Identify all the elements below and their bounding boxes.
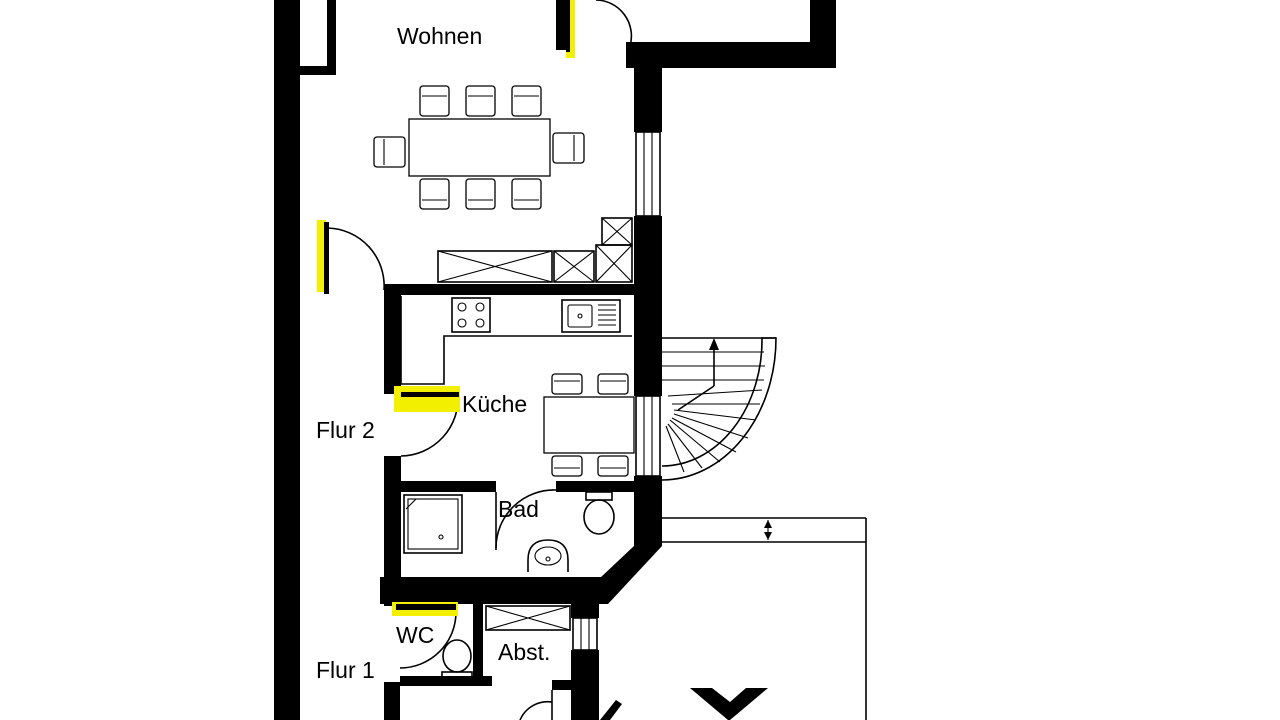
kitchen-table-set	[543, 373, 635, 477]
sideboard	[437, 217, 633, 283]
window-right-lower	[635, 395, 661, 477]
room-label-wc: WC	[396, 622, 434, 648]
chair	[511, 178, 542, 210]
right-wall-1	[634, 42, 662, 132]
bath-top-wall	[400, 481, 496, 492]
room-label-bad: Bad	[498, 496, 539, 522]
closet-wall-top-left	[300, 66, 336, 75]
kitchen-counter	[400, 296, 632, 385]
door-wc-swing	[399, 611, 457, 669]
window-abst	[572, 617, 598, 651]
chair	[465, 85, 496, 117]
kitchen-table	[543, 396, 635, 454]
interior-wall-2	[384, 456, 401, 606]
staircase	[661, 337, 777, 481]
bathroom-fixtures	[403, 491, 615, 572]
shower	[403, 494, 463, 554]
room-label-wohnen: Wohnen	[397, 23, 482, 49]
abst-bottom-wall	[552, 680, 599, 690]
room-labels: Wohnen Küche Flur 2 Bad WC Abst. Flur 1	[316, 23, 550, 683]
door-marker-kitchen	[394, 386, 460, 412]
room-label-flur2: Flur 2	[316, 417, 375, 443]
outer-wall-left	[274, 0, 300, 720]
door-bath-swing	[495, 489, 557, 549]
kitchen-top-wall	[384, 284, 662, 295]
dining-set	[373, 85, 585, 210]
windows	[572, 131, 661, 651]
diagonal-wall	[600, 546, 662, 604]
right-wall-2	[634, 216, 662, 396]
doors	[317, 0, 633, 720]
stair-arrow	[709, 338, 719, 350]
right-wall-3	[634, 476, 662, 546]
chair	[419, 85, 450, 117]
closet-wall-right	[327, 0, 336, 75]
interior-wall-1	[384, 284, 401, 394]
washbasin-bath	[527, 539, 569, 572]
bath-top-wall-right	[556, 481, 634, 492]
chairs-bottom	[419, 178, 542, 210]
door-top-swing	[595, 0, 633, 47]
wc-right-wall	[473, 604, 483, 682]
dining-table	[408, 118, 551, 177]
toilet-wc	[442, 639, 472, 673]
room-label-flur1: Flur 1	[316, 657, 375, 683]
chairs-top	[419, 85, 542, 117]
toilet-bath	[583, 491, 615, 535]
room-label-abst: Abst.	[498, 639, 550, 665]
window-right-upper	[635, 131, 661, 217]
chair	[419, 178, 450, 210]
wc-fixtures	[441, 639, 473, 679]
chair	[597, 373, 629, 395]
chair	[511, 85, 542, 117]
wc-left-wall-bottom	[384, 682, 400, 720]
chair	[597, 455, 629, 477]
stove	[451, 297, 491, 333]
chair	[465, 178, 496, 210]
terrace	[600, 517, 867, 720]
door-bottom-swing	[519, 700, 553, 720]
abst-right-wall	[571, 604, 599, 618]
entrance-arrow	[690, 688, 768, 720]
wall-stub-top	[556, 0, 566, 50]
chair	[551, 373, 583, 395]
door-marker-top	[566, 0, 575, 58]
wc-bottom-wall	[400, 676, 492, 686]
door-wohnen-swing	[327, 227, 385, 291]
wall-upper-right-vertical	[810, 0, 836, 68]
abstellraum-cabinet	[485, 605, 571, 631]
door-marker-wohnen	[317, 220, 326, 292]
chair-right	[552, 132, 585, 164]
chair-left	[373, 136, 406, 168]
room-label-kueche: Küche	[462, 391, 527, 417]
walls	[274, 0, 836, 720]
bath-bottom-wall	[380, 577, 608, 604]
sink	[561, 299, 621, 333]
chair	[551, 455, 583, 477]
